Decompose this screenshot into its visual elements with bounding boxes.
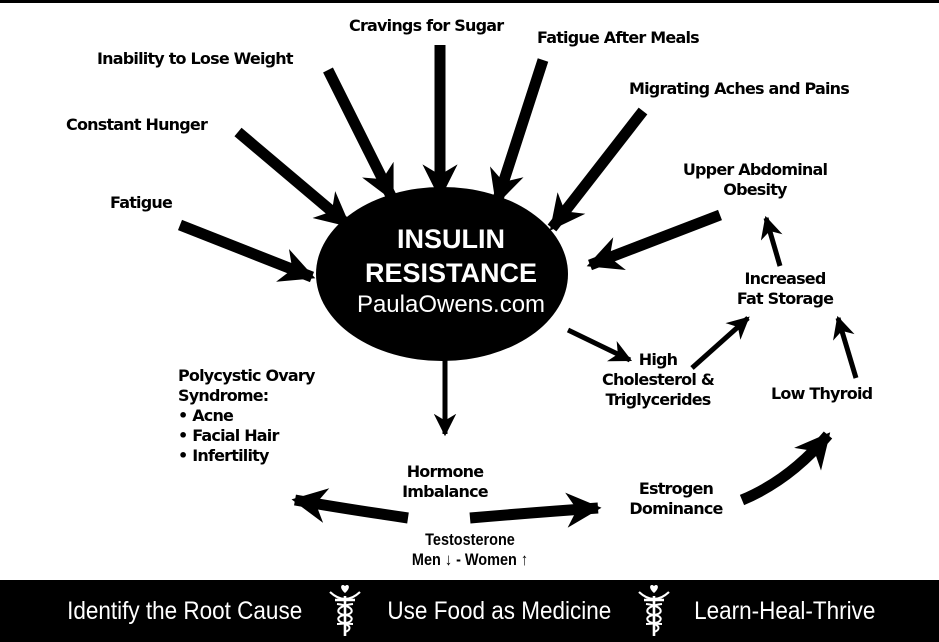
footer-item-root-cause: Identify the Root Cause (66, 596, 302, 625)
center-title-line2: RESISTANCE (364, 258, 538, 288)
cholesterol-line2: Cholesterol & (602, 370, 715, 389)
arrow-fatigue-after-meals (490, 58, 549, 206)
symptom-inability-lose-weight: Inability to Lose Weight (97, 49, 294, 68)
arrow-estrogen-to-thyroid (739, 431, 833, 506)
symptom-cravings-sugar: Cravings for Sugar (349, 16, 504, 35)
label-low-thyroid: Low Thyroid (771, 384, 873, 403)
pcos-item: Infertility (178, 446, 315, 466)
pcos-line2: Syndrome: (178, 386, 269, 405)
footer-banner: Identify the Root Cause Use Food as Medi… (0, 580, 939, 642)
label-high-cholesterol: High Cholesterol & Triglycerides (594, 350, 722, 410)
arrow-to-cholesterol (566, 327, 633, 363)
pcos-item: Acne (178, 406, 315, 426)
pcos-item: Facial Hair (178, 426, 315, 446)
estrogen-line2: Dominance (629, 499, 723, 518)
top-border (0, 0, 939, 3)
symptom-fatigue-after-meals: Fatigue After Meals (537, 28, 700, 47)
center-label: INSULIN RESISTANCE PaulaOwens.com (318, 222, 584, 320)
cholesterol-line3: Triglycerides (605, 390, 711, 409)
arrow-migrating-aches (547, 107, 648, 232)
arrow-fat-to-abdominal (760, 215, 783, 267)
arrow-hormone-to-pcos (291, 488, 409, 524)
pcos-line1: Polycystic Ovary (178, 366, 315, 385)
label-increased-fat-storage: Increased Fat Storage (725, 269, 845, 309)
upper-abdominal-line1: Upper Abdominal (682, 160, 828, 179)
symptom-constant-hunger: Constant Hunger (66, 115, 208, 134)
center-ellipse (316, 187, 568, 361)
center-website: PaulaOwens.com (356, 291, 546, 318)
hormone-line1: Hormone (406, 462, 484, 481)
estrogen-line1: Estrogen (638, 479, 714, 498)
fat-storage-line1: Increased (744, 269, 827, 288)
fat-storage-line2: Fat Storage (736, 289, 834, 308)
arrow-cholesterol-to-fat (690, 316, 750, 370)
caduceus-heart-icon (329, 584, 361, 636)
label-pcos: Polycystic Ovary Syndrome: Acne Facial H… (178, 366, 315, 466)
label-estrogen-dominance: Estrogen Dominance (616, 479, 736, 519)
upper-abdominal-line2: Obesity (723, 180, 787, 199)
footer-item-food-medicine: Use Food as Medicine (387, 596, 612, 625)
arrow-thyroid-to-fat (833, 315, 859, 379)
arrow-inability-lose-weight (323, 67, 397, 202)
testosterone-line1: Testosterone (425, 530, 515, 549)
footer-item-learn-heal-thrive: Learn-Heal-Thrive (693, 596, 876, 625)
diagram-canvas (177, 45, 859, 528)
label-hormone-imbalance: Hormone Imbalance (385, 462, 505, 502)
arrow-upper-abdominal (586, 209, 722, 271)
hormone-line2: Imbalance (402, 482, 488, 501)
arrow-fatigue (177, 219, 316, 283)
symptom-migrating-aches: Migrating Aches and Pains (629, 79, 850, 98)
caduceus-heart-icon (638, 584, 670, 636)
pcos-symptom-list: Acne Facial Hair Infertility (178, 406, 315, 466)
arrow-hormone-to-estrogen (469, 492, 602, 528)
arrow-constant-hunger (234, 127, 352, 230)
center-title-line1: INSULIN (397, 224, 505, 254)
testosterone-line2: Men ↓ - Women ↑ (411, 550, 529, 569)
cholesterol-line1: High (638, 350, 678, 369)
label-testosterone: Testosterone Men ↓ - Women ↑ (394, 530, 547, 570)
label-upper-abdominal-obesity: Upper Abdominal Obesity (660, 160, 850, 200)
symptom-fatigue: Fatigue (110, 193, 173, 212)
